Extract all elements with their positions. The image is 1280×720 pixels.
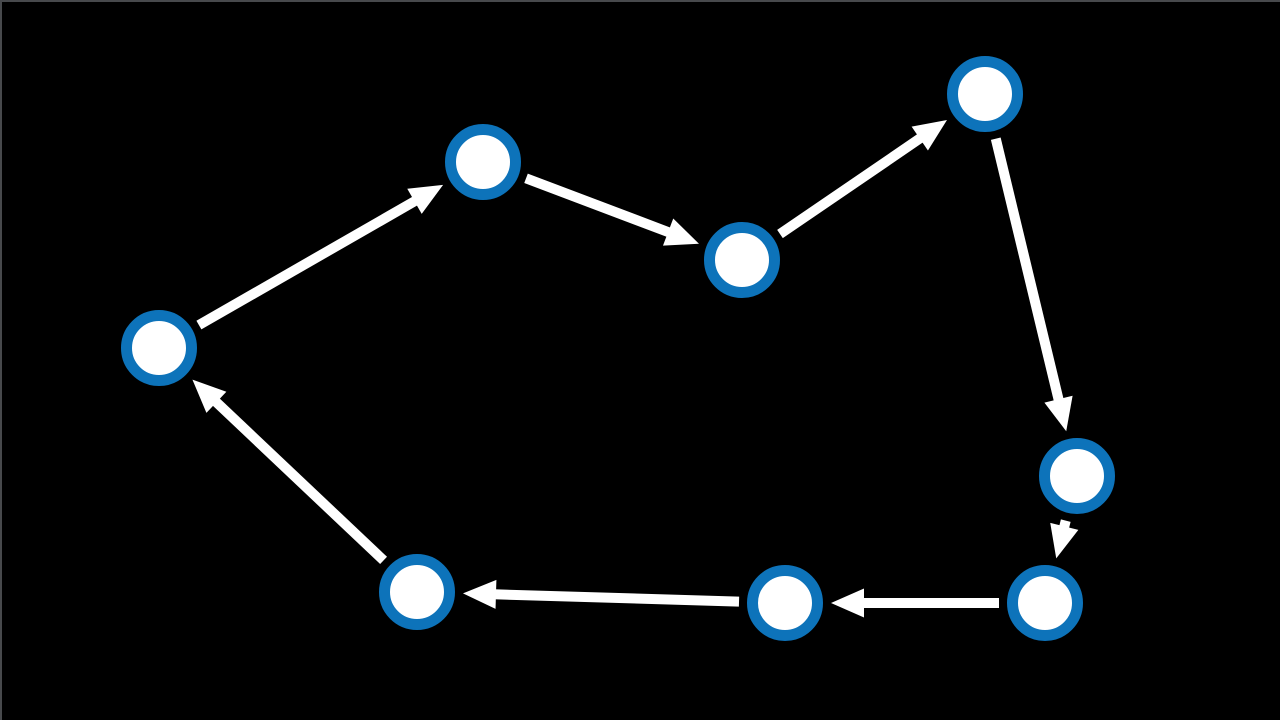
arrowhead-icon xyxy=(462,579,497,609)
arrowhead-icon xyxy=(831,588,864,618)
edge-shaft xyxy=(493,589,740,607)
edge-shaft xyxy=(196,195,419,330)
graph-edge-n4-to-n5 xyxy=(990,137,1073,432)
graph-edge-n8-to-n1 xyxy=(192,379,388,565)
arrowhead-icon xyxy=(1050,522,1079,559)
arrowhead-icon xyxy=(911,119,948,151)
edge-shaft xyxy=(990,137,1064,403)
graph-node-n6 xyxy=(1007,565,1083,641)
edge-shaft xyxy=(524,173,672,238)
graph-edge-n7-to-n8 xyxy=(462,579,740,609)
graph-edge-n3-to-n4 xyxy=(777,119,948,239)
arrowhead-icon xyxy=(662,218,699,246)
graph-node-n3 xyxy=(704,222,780,298)
graph-node-n7 xyxy=(747,565,823,641)
graph-edge-n6-to-n7 xyxy=(831,588,999,618)
graph-node-n2 xyxy=(445,124,521,200)
arrowhead-icon xyxy=(192,379,227,413)
graph-node-n8 xyxy=(379,554,455,630)
graph-node-n4 xyxy=(947,56,1023,132)
graph-edge-n5-to-n6 xyxy=(1050,519,1079,559)
arrowhead-icon xyxy=(1044,395,1073,432)
edge-shaft xyxy=(777,133,925,239)
arrowhead-icon xyxy=(407,184,444,214)
graph-node-n1 xyxy=(121,310,197,386)
edge-shaft xyxy=(211,397,388,565)
graph-edge-n2-to-n3 xyxy=(524,173,699,246)
graph-edge-n1-to-n2 xyxy=(196,184,444,330)
graph-node-n5 xyxy=(1039,438,1115,514)
